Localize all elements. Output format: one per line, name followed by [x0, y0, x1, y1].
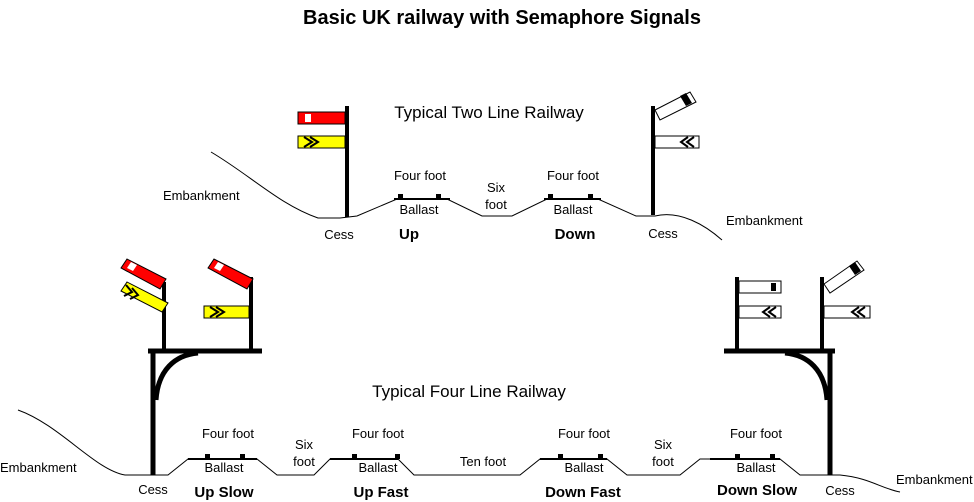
two-line-cess-right: Cess — [648, 226, 678, 241]
four-line-heading: Typical Four Line Railway — [372, 382, 566, 401]
two-line-embankment-left: Embankment — [163, 188, 240, 203]
two-line-right-stop-arm-stripe — [680, 93, 692, 106]
two-line-left-distant-arm — [297, 135, 346, 149]
four-line-rail — [352, 454, 357, 459]
two-line-embankment-right: Embankment — [726, 213, 803, 228]
four-line-six-foot-a-line1: Six — [295, 437, 314, 452]
two-line-rail — [588, 194, 593, 199]
right-bracket-support-curve — [784, 350, 830, 401]
two-line-six-foot-line1: Six — [487, 180, 506, 195]
four-line-six-foot-a-line2: foot — [293, 454, 315, 469]
four-line-ten-foot: Ten foot — [460, 454, 507, 469]
two-line-ballast-2: Ballast — [553, 202, 592, 217]
four-line-ballast-2: Ballast — [358, 460, 397, 475]
two-line-six-foot-line2: foot — [485, 197, 507, 212]
four-line-rail — [598, 454, 603, 459]
two-line-right-distant-chevron — [679, 136, 695, 148]
two-line-cess-left: Cess — [324, 227, 354, 242]
four-line-ballast-4: Ballast — [736, 460, 775, 475]
four-line-right-bracket-signal — [724, 260, 871, 475]
two-line-rail — [398, 194, 403, 199]
two-line-rail — [436, 194, 441, 199]
four-line-up-slow-label: Up Slow — [194, 484, 253, 501]
four-line-cess-left: Cess — [138, 482, 168, 497]
four-line-rail — [240, 454, 245, 459]
four-line-down-slow-label: Down Slow — [717, 482, 797, 499]
right-doll-2-distant-arm — [823, 305, 871, 319]
right-doll-1-stop-arm — [738, 280, 782, 294]
two-line-four-foot-1: Four foot — [394, 168, 446, 183]
four-line-cess-right: Cess — [825, 483, 855, 498]
right-doll-1-stop-arm-stripe — [771, 283, 776, 291]
four-line-embankment-left: Embankment — [0, 460, 77, 475]
two-line-up-label: Up — [399, 226, 419, 243]
two-line-left-stop-arm-stripe — [305, 114, 311, 122]
four-line-left-bracket-signal — [120, 258, 262, 475]
two-line-right-stop-arm — [654, 91, 697, 121]
two-line-right-distant-arm — [654, 135, 700, 149]
two-line-ground-profile — [210, 151, 723, 241]
four-line-four-foot-2: Four foot — [352, 426, 404, 441]
two-line-railway: Typical Two Line Railway Embankment Emba… — [163, 91, 803, 243]
left-doll-1-stop-arm-stripe — [127, 262, 137, 271]
right-doll-2-stop-arm-stripe — [849, 262, 861, 275]
four-line-six-foot-b-line1: Six — [654, 437, 673, 452]
four-line-rail — [395, 454, 400, 459]
left-doll-2-distant-chevron — [209, 306, 226, 318]
two-line-heading: Typical Two Line Railway — [394, 103, 584, 122]
four-line-ground-profile — [17, 409, 901, 493]
left-bracket-support-curve — [153, 350, 199, 401]
four-line-down-fast-label: Down Fast — [545, 484, 621, 501]
right-doll-1-distant-chevron — [761, 306, 777, 318]
diagram-title: Basic UK railway with Semaphore Signals — [303, 7, 701, 29]
four-line-rail — [205, 454, 210, 459]
four-line-four-foot-1: Four foot — [202, 426, 254, 441]
right-doll-2-distant-chevron — [850, 306, 866, 318]
four-line-rail — [770, 454, 775, 459]
four-line-four-foot-3: Four foot — [558, 426, 610, 441]
left-doll-1-distant-chevron — [123, 284, 140, 300]
four-line-ballast-3: Ballast — [564, 460, 603, 475]
two-line-rail — [548, 194, 553, 199]
right-doll-2-stop-arm — [823, 260, 865, 294]
two-line-ballast-1: Ballast — [399, 202, 438, 217]
four-line-four-foot-4: Four foot — [730, 426, 782, 441]
left-doll-2-stop-arm-stripe — [214, 262, 224, 271]
two-line-four-foot-2: Four foot — [547, 168, 599, 183]
left-doll-2-distant-arm — [203, 305, 250, 319]
four-line-railway: Typical Four Line Railway — [0, 258, 973, 501]
four-line-rail — [735, 454, 740, 459]
four-line-embankment-right: Embankment — [896, 472, 973, 487]
left-doll-2-stop-arm — [207, 258, 254, 290]
four-line-ballast-1: Ballast — [204, 460, 243, 475]
four-line-up-fast-label: Up Fast — [353, 484, 408, 501]
right-doll-1-distant-arm — [738, 305, 782, 319]
two-line-left-distant-chevron — [303, 136, 320, 148]
two-line-down-label: Down — [555, 226, 596, 243]
four-line-rail — [558, 454, 563, 459]
four-line-six-foot-b-line2: foot — [652, 454, 674, 469]
